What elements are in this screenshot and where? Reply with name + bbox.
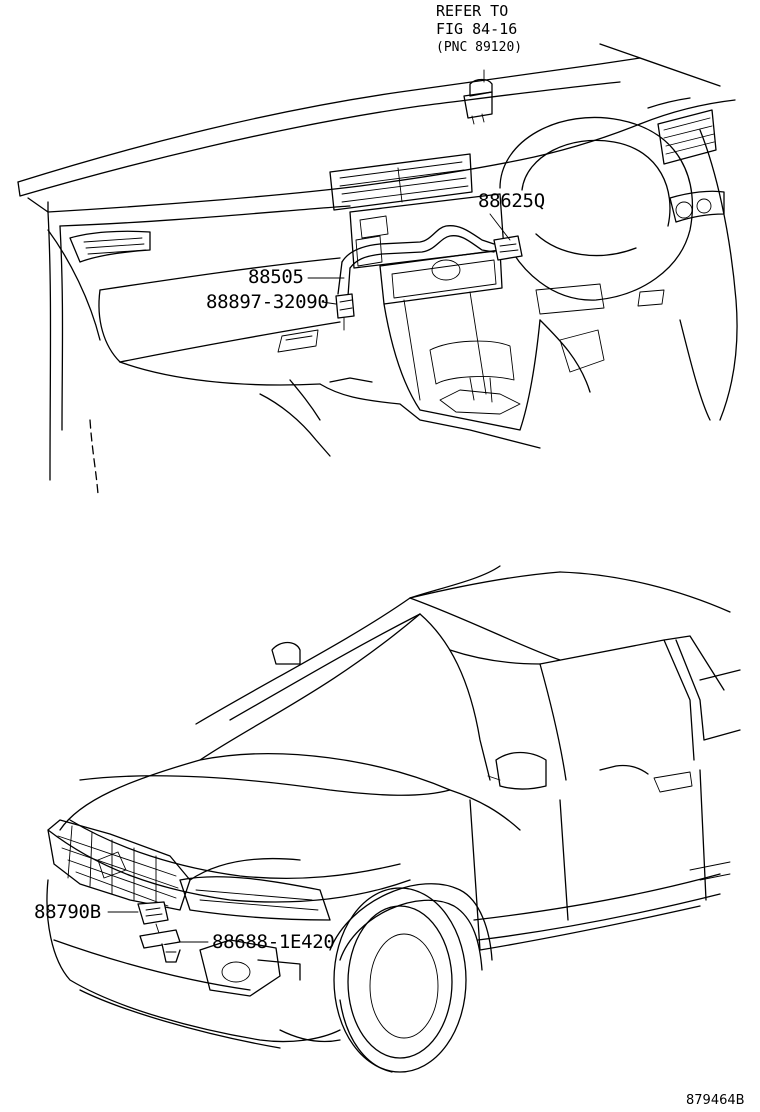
instrument-panel-drawing: [17, 43, 738, 495]
part-label-88897-32090[interactable]: 88897-32090: [206, 291, 329, 313]
sensor-bracket-88688-1e420: [139, 929, 181, 963]
part-label-88625q[interactable]: 88625Q: [478, 190, 545, 212]
clamp-88897-32090: [335, 293, 355, 331]
interior-temperature-sensor-88625q: [493, 235, 523, 261]
reference-line-2: FIG 84-16: [436, 20, 518, 38]
part-label-88505[interactable]: 88505: [248, 266, 304, 288]
reference-line-3: (PNC 89120): [436, 40, 523, 55]
leader-lines-bottom: [107, 911, 209, 943]
reference-line-1: REFER TO: [436, 2, 509, 20]
vehicle-front-drawing: [46, 565, 741, 1073]
part-label-88688-1e420[interactable]: 88688-1E420: [212, 931, 335, 953]
part-label-88790b[interactable]: 88790B: [34, 901, 101, 923]
ambient-temperature-sensor-88790b: [137, 901, 171, 937]
leader-lines-top: [307, 69, 511, 305]
illustration-code: 879464B: [686, 1093, 745, 1108]
